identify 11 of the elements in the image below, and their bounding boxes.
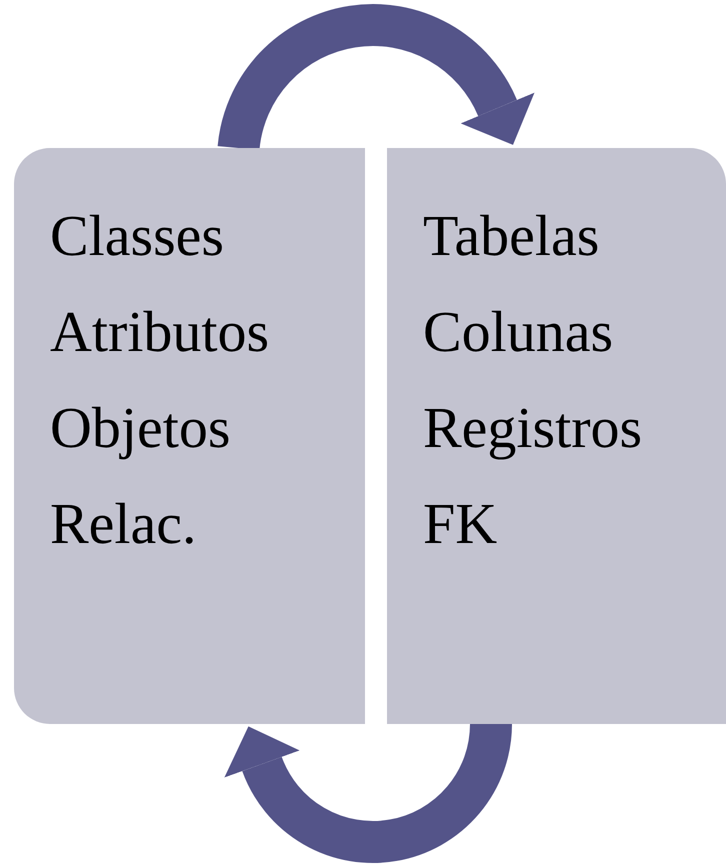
item-text: Classes <box>50 202 224 270</box>
item-text: Relac. <box>50 490 197 558</box>
item-text: Tabelas <box>423 202 600 270</box>
item-text: Registros <box>423 394 642 462</box>
item-text: FK <box>423 490 498 558</box>
item-text: Colunas <box>423 298 614 366</box>
panel <box>387 148 726 724</box>
item-text: Atributos <box>50 298 270 366</box>
curved-arrow <box>225 722 512 863</box>
panel <box>14 148 365 724</box>
item-text: Objetos <box>50 394 230 462</box>
